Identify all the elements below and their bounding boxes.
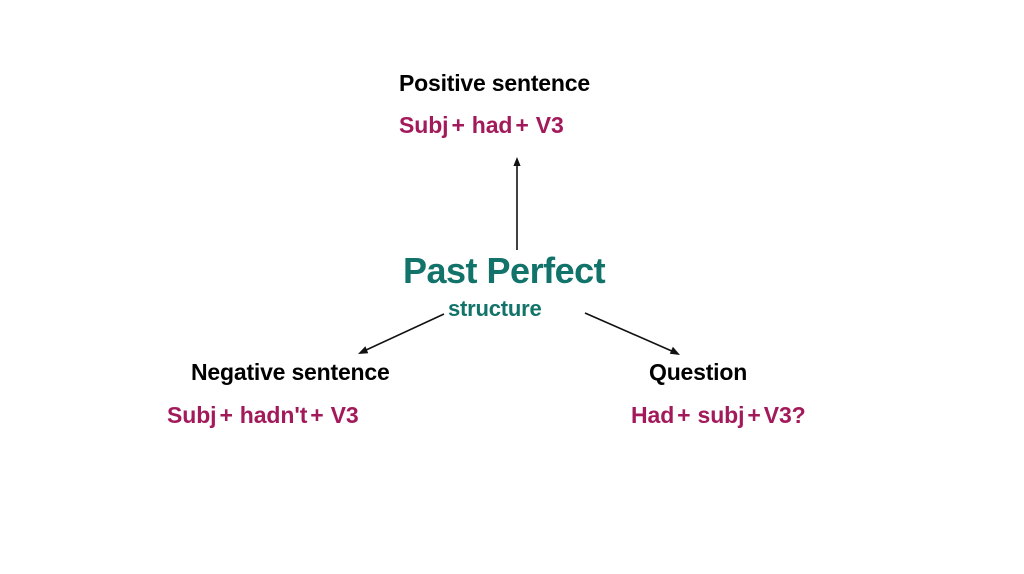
formula-token-subject: Subj: [167, 402, 217, 428]
formula-token-subject: Subj: [399, 112, 449, 138]
formula-token-auxiliary: Had: [631, 402, 675, 428]
connector-center-to-positive: [513, 157, 521, 250]
branch-label-question: Question: [649, 359, 748, 385]
formula-plus-icon: +: [451, 112, 465, 138]
formula-plus-icon: +: [747, 402, 761, 428]
connector-center-to-question: [584, 312, 680, 355]
connector-line-center-to-negative: [363, 313, 445, 352]
branch-formula-positive: Subj+had+V3: [399, 114, 564, 137]
page-title: Past Perfect: [403, 250, 606, 291]
branch-formula-question: Had+subj+V3?: [631, 404, 806, 427]
branch-formula-negative: Subj+hadn't+V3: [167, 404, 359, 427]
formula-plus-icon: +: [219, 402, 233, 428]
formula-token-subject: subj: [697, 402, 745, 428]
formula-plus-icon: +: [515, 112, 529, 138]
formula-plus-icon: +: [310, 402, 324, 428]
arrowhead-down-right-icon: [669, 346, 680, 355]
branch-label-positive: Positive sentence: [399, 70, 590, 96]
formula-token-verb: V3?: [763, 402, 806, 428]
connector-line-center-to-question: [584, 312, 675, 353]
arrowhead-down-left-icon: [358, 346, 369, 354]
branch-label-negative: Negative sentence: [191, 359, 390, 385]
page-subtitle: structure: [448, 296, 542, 321]
formula-plus-icon: +: [677, 402, 691, 428]
formula-token-auxiliary: had: [471, 112, 513, 138]
formula-token-verb: V3: [535, 112, 564, 138]
connector-center-to-negative: [358, 313, 445, 354]
formula-token-verb: V3: [330, 402, 359, 428]
formula-token-auxiliary: hadn't: [239, 402, 308, 428]
arrowhead-up-icon: [513, 157, 521, 166]
